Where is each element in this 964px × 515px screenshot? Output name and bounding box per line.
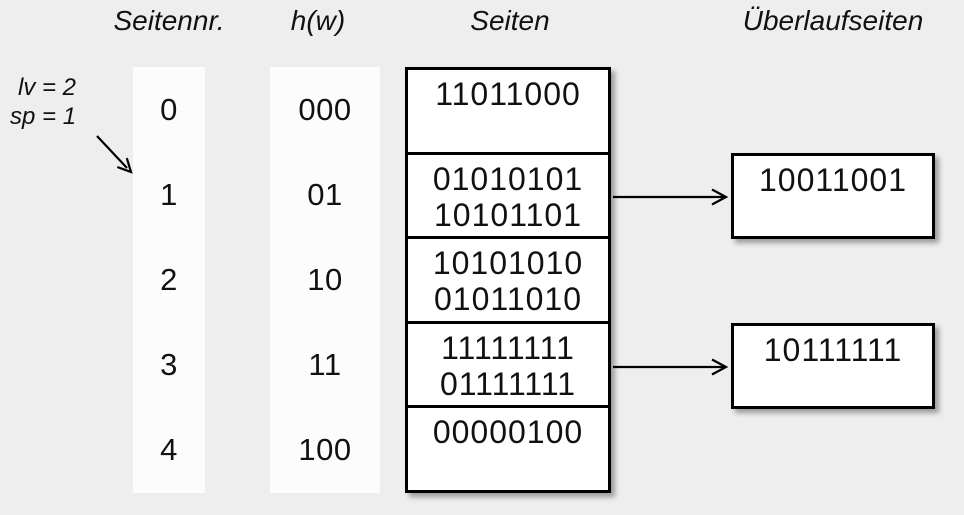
hash-value: 11 <box>308 347 342 383</box>
page-value: 00000100 <box>432 414 584 451</box>
page-value <box>408 450 608 486</box>
page-number-column: 0 1 2 3 4 <box>133 67 205 493</box>
page-number: 2 <box>160 262 178 297</box>
page-number: 1 <box>160 176 178 212</box>
overflow-arrow-row-1 <box>613 188 729 206</box>
annotation-split-pointer: sp = 1 <box>10 103 77 130</box>
page-value: 11111111 <box>441 329 575 366</box>
page-number: 3 <box>160 347 178 383</box>
page-number: 4 <box>160 432 178 468</box>
page-cell-4: 00000100 <box>408 408 608 490</box>
page-cell-1: 01010101 10101101 <box>408 155 608 240</box>
annotation-level: lv = 2 <box>18 74 77 101</box>
page-value <box>408 112 608 148</box>
header-pages: Seiten <box>470 5 550 36</box>
overflow-box-row-3: 10111111 <box>731 323 935 409</box>
split-pointer-arrow <box>96 135 133 174</box>
page-value: 01011010 <box>434 281 582 318</box>
page-value: 01010101 <box>432 160 584 197</box>
header-page-number: Seitennr. <box>113 5 225 36</box>
page-number: 0 <box>160 91 178 127</box>
overflow-box-row-1: 10011001 <box>731 153 935 239</box>
header-overflow-pages: Überlaufseiten <box>742 5 924 36</box>
overflow-value: 10111111 <box>763 332 903 368</box>
hash-value: 01 <box>307 176 343 212</box>
pages-box: 11011000 01010101 10101101 10101010 0101… <box>405 67 611 493</box>
hash-value: 000 <box>298 91 352 127</box>
page-value: 10101101 <box>434 196 582 233</box>
overflow-value: 10011001 <box>759 162 907 198</box>
overflow-arrow-row-3 <box>613 358 729 376</box>
page-value: 01111111 <box>439 365 577 402</box>
hash-value: 10 <box>307 262 343 297</box>
page-cell-2: 10101010 01011010 <box>408 239 608 324</box>
hash-value-column: 000 01 10 11 100 <box>270 67 380 493</box>
page-cell-0: 11011000 <box>408 70 608 155</box>
page-value: 10101010 <box>432 245 584 282</box>
hash-value: 100 <box>298 432 352 468</box>
header-hash-function: h(w) <box>290 5 346 36</box>
page-cell-3: 11111111 01111111 <box>408 324 608 409</box>
page-value: 11011000 <box>435 76 581 112</box>
